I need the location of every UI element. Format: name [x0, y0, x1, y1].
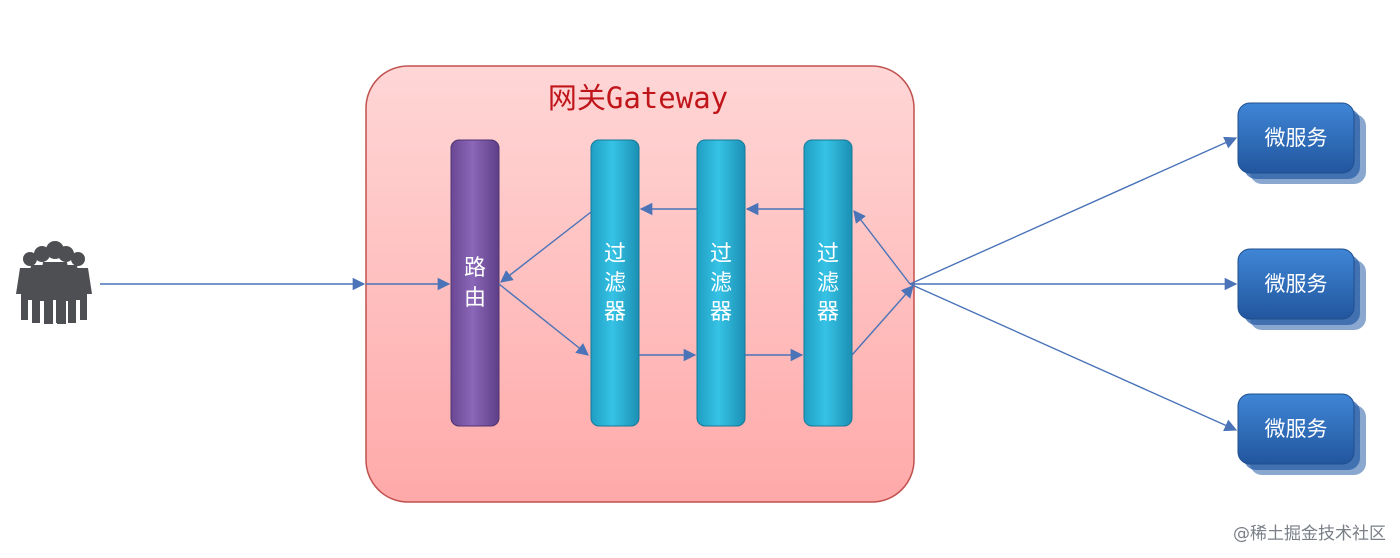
arrow-filter-3-to-exit	[851, 285, 914, 356]
filter-bar-2	[696, 139, 746, 427]
service-node-3: 微服务	[1237, 393, 1366, 475]
service-2-box	[1237, 248, 1355, 320]
router-node: 路 由	[450, 139, 500, 427]
arrow-to-service-3	[909, 283, 1238, 432]
filter-node-1: 过 滤 器	[590, 139, 640, 427]
filter-node-3: 过 滤 器	[803, 139, 853, 427]
arrow-router-to-filter-1	[498, 283, 589, 356]
filter-1-label-line-2: 滤	[604, 271, 626, 296]
filter-1-label-line-3: 器	[604, 300, 626, 325]
router-label-line-2: 由	[464, 286, 486, 311]
filter-2-label-line-1: 过	[710, 242, 732, 267]
router-label-line-1: 路	[464, 256, 486, 281]
arrow-to-service-1	[909, 136, 1238, 285]
filter-1-label-line-1: 过	[604, 242, 626, 267]
service-3-box	[1237, 393, 1355, 465]
gateway-title: 网关Gateway	[548, 81, 728, 115]
people-group-icon	[16, 241, 92, 324]
filter-3-label-line-3: 器	[817, 300, 839, 325]
filter-3-label-line-2: 滤	[817, 271, 839, 296]
filter-2-label-line-2: 滤	[710, 271, 732, 296]
arrow-exit-to-filter-3	[853, 210, 911, 285]
service-1-label: 微服务	[1265, 126, 1328, 150]
watermark-text: @稀土掘金技术社区	[1233, 524, 1386, 544]
flow-arrows	[100, 136, 1238, 432]
filter-bar-3	[803, 139, 853, 427]
filter-bar-1	[590, 139, 640, 427]
service-2-label: 微服务	[1265, 272, 1328, 296]
filter-3-label-line-1: 过	[817, 242, 839, 267]
arrow-filter-1-to-router	[500, 211, 592, 283]
gateway-container: 网关Gateway	[365, 65, 915, 503]
filter-2-label-line-3: 器	[710, 300, 732, 325]
service-node-2: 微服务	[1237, 248, 1366, 330]
service-1-box	[1237, 102, 1355, 174]
filter-node-2: 过 滤 器	[696, 139, 746, 427]
service-3-label: 微服务	[1265, 417, 1328, 441]
router-bar	[450, 139, 500, 427]
service-node-1: 微服务	[1237, 102, 1366, 184]
